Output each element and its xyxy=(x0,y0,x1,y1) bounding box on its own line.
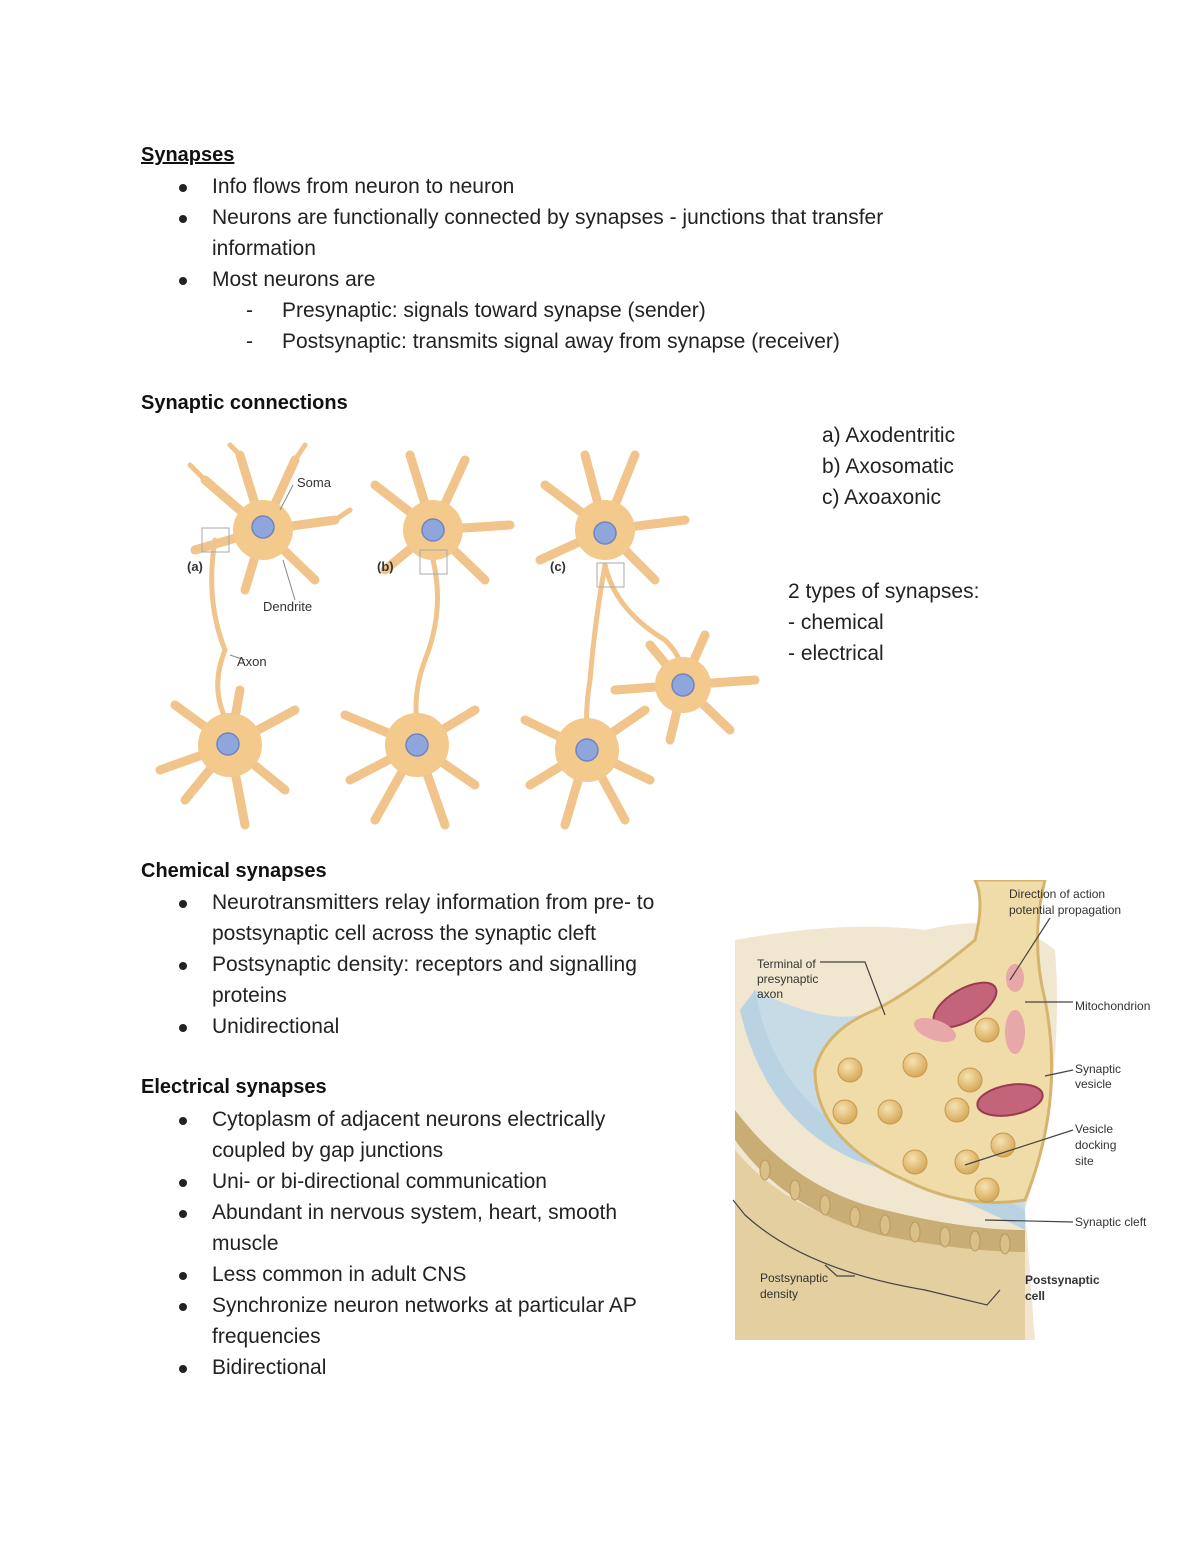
connection-type-a: a) Axodentritic xyxy=(822,424,956,447)
chemical-line-4: proteins xyxy=(212,984,287,1007)
dendrite-label: Dendrite xyxy=(263,599,312,614)
cleft-label: Synaptic cleft xyxy=(1075,1215,1147,1229)
panel-a-label: (a) xyxy=(187,559,203,574)
synapses-bullet-2-cont: information xyxy=(212,237,316,260)
chemical-line-1: Neurotransmitters relay information from… xyxy=(212,891,655,914)
vesicle-label-2: vesicle xyxy=(1075,1077,1112,1091)
bullet xyxy=(179,1024,187,1032)
bullet xyxy=(179,1210,187,1218)
electrical-heading: Electrical synapses xyxy=(141,1076,327,1098)
docking-label-3: site xyxy=(1075,1154,1094,1168)
terminal-label-2: presynaptic xyxy=(757,972,818,986)
electrical-line-9: Bidirectional xyxy=(212,1356,327,1379)
bullet xyxy=(179,1365,187,1373)
bullet xyxy=(179,1272,187,1280)
vesicle-label-1: Synaptic xyxy=(1075,1062,1121,1076)
electrical-line-2: coupled by gap junctions xyxy=(212,1139,444,1162)
bullet xyxy=(179,1117,187,1125)
synapses-sub-2: Postsynaptic: transmits signal away from… xyxy=(282,330,840,353)
bullet xyxy=(179,215,187,223)
synapse-type-chemical: - chemical xyxy=(788,611,884,634)
electrical-line-3: Uni- or bi-directional communication xyxy=(212,1170,547,1193)
chemical-heading: Chemical synapses xyxy=(141,860,327,882)
direction-label-1: Direction of action xyxy=(1009,887,1105,901)
panel-c-label: (c) xyxy=(550,559,566,574)
synapses-heading: Synapses xyxy=(141,144,235,166)
bullet xyxy=(179,1303,187,1311)
bullet xyxy=(179,277,187,285)
synapse-types-title: 2 types of synapses: xyxy=(788,580,980,603)
bullet xyxy=(179,962,187,970)
direction-label-2: potential propagation xyxy=(1009,903,1121,917)
bullet xyxy=(179,1179,187,1187)
panel-b-label: (b) xyxy=(377,559,394,574)
electrical-line-6: Less common in adult CNS xyxy=(212,1263,467,1286)
synapse-type-electrical: - electrical xyxy=(788,642,884,665)
chemical-line-5: Unidirectional xyxy=(212,1015,340,1038)
bullet xyxy=(179,184,187,192)
terminal-label-1: Terminal of xyxy=(757,957,816,971)
synapses-bullet-1: Info flows from neuron to neuron xyxy=(212,175,515,198)
docking-label-1: Vesicle xyxy=(1075,1122,1113,1136)
dash-marker: - xyxy=(246,299,253,322)
chemical-line-2: postsynaptic cell across the synaptic cl… xyxy=(212,922,597,945)
connections-heading: Synaptic connections xyxy=(141,392,348,414)
chemical-line-3: Postsynaptic density: receptors and sign… xyxy=(212,953,637,976)
connection-type-c: c) Axoaxonic xyxy=(822,486,942,509)
electrical-line-7: Synchronize neuron networks at particula… xyxy=(212,1294,637,1317)
terminal-label-3: axon xyxy=(757,987,783,1001)
density-label-1: Postsynaptic xyxy=(760,1271,828,1285)
synapses-sub-1: Presynaptic: signals toward synapse (sen… xyxy=(282,299,706,322)
dash-marker: - xyxy=(246,330,253,353)
axon-label: Axon xyxy=(237,654,267,669)
connection-type-b: b) Axosomatic xyxy=(822,455,954,478)
mitochondrion-label: Mitochondrion xyxy=(1075,999,1150,1013)
electrical-line-4: Abundant in nervous system, heart, smoot… xyxy=(212,1201,618,1224)
bullet xyxy=(179,900,187,908)
docking-label-2: docking xyxy=(1075,1138,1116,1152)
postsynaptic-cell-label-2: cell xyxy=(1025,1289,1045,1303)
electrical-line-8: frequencies xyxy=(212,1325,321,1348)
postsynaptic-cell-label-1: Postsynaptic xyxy=(1025,1273,1100,1287)
soma-label: Soma xyxy=(297,475,332,490)
synapses-bullet-3: Most neurons are xyxy=(212,268,376,291)
synapses-bullet-2: Neurons are functionally connected by sy… xyxy=(212,206,884,229)
synaptic-connections-figure: Soma Dendrite Axon (a) (b) (c) xyxy=(155,442,760,830)
chemical-synapse-figure: Direction of action potential propagatio… xyxy=(732,880,1150,1340)
electrical-line-1: Cytoplasm of adjacent neurons electrical… xyxy=(212,1108,606,1131)
density-label-2: density xyxy=(760,1287,798,1301)
electrical-line-5: muscle xyxy=(212,1232,279,1255)
